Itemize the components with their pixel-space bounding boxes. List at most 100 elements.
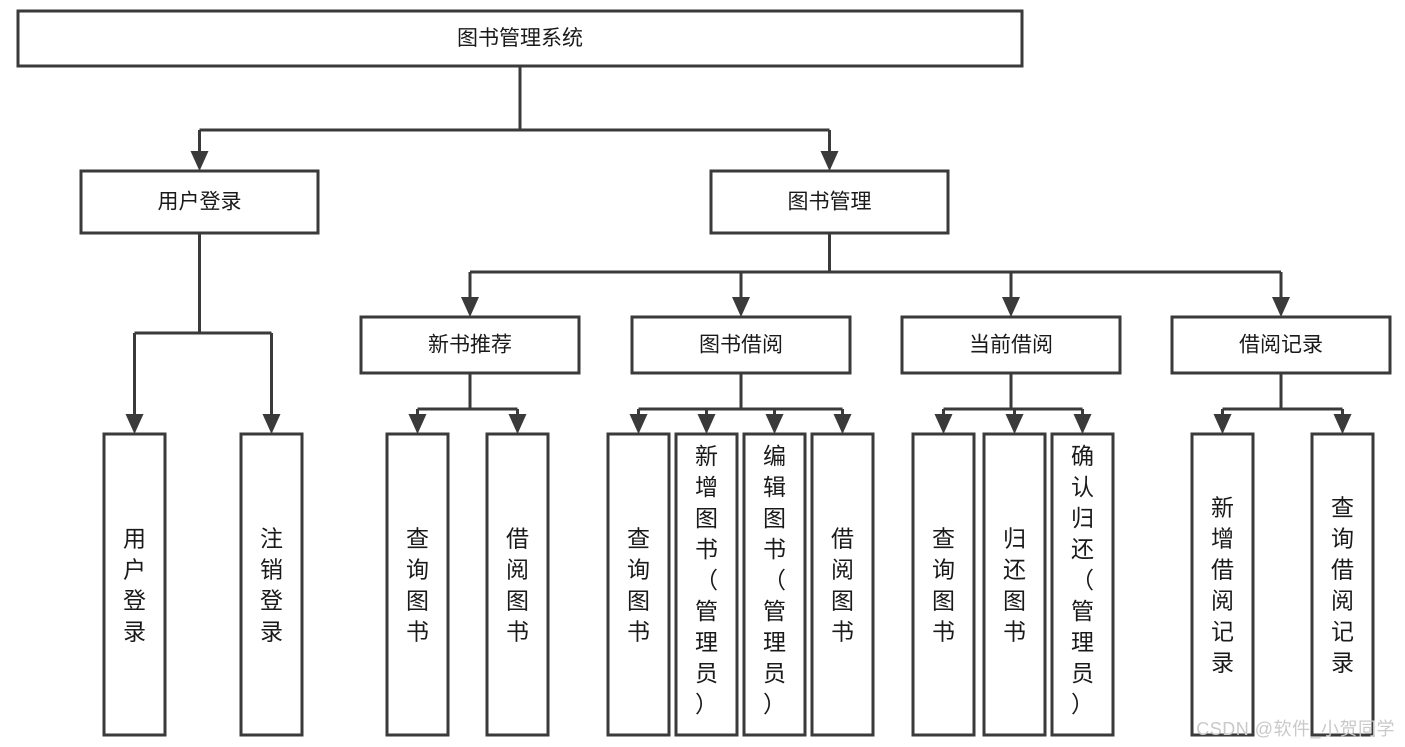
- svg-text:确: 确: [1071, 443, 1094, 469]
- svg-text:注: 注: [260, 526, 283, 552]
- svg-text:图: 图: [831, 588, 854, 614]
- node-leaf-user-login-box: [102, 432, 167, 737]
- svg-text:借: 借: [1211, 557, 1234, 583]
- edge-book-borrow-arrow-3: [833, 414, 852, 434]
- node-borrow-record[interactable]: 借阅记录: [1170, 315, 1392, 375]
- node-leaf-user-login-label: 用户登录: [123, 526, 146, 645]
- edge-current-borrow-arrow-1: [1005, 414, 1024, 434]
- edge-root-arrow-1: [820, 151, 839, 171]
- svg-text:记: 记: [1211, 619, 1234, 645]
- svg-text:图: 图: [763, 505, 786, 531]
- svg-text:图: 图: [695, 505, 718, 531]
- node-new-book-recommend-box: [359, 315, 581, 375]
- svg-text:借: 借: [506, 526, 529, 552]
- svg-text:）: ）: [1071, 691, 1094, 717]
- svg-text:增: 增: [695, 474, 718, 500]
- node-new-book-recommend[interactable]: 新书推荐: [359, 315, 581, 375]
- svg-text:图: 图: [506, 588, 529, 614]
- node-borrow-record-label: 借阅记录: [1239, 334, 1323, 357]
- svg-text:登: 登: [260, 588, 283, 614]
- svg-text:书: 书: [932, 619, 955, 645]
- svg-text:录: 录: [123, 619, 146, 645]
- svg-text:编: 编: [763, 443, 786, 469]
- watermark-credit: CSDN @软件_小贺同学: [1196, 719, 1395, 739]
- node-current-borrow-label: 当前借阅: [969, 334, 1053, 357]
- svg-text:阅: 阅: [1331, 588, 1354, 614]
- svg-text:户: 户: [123, 557, 146, 583]
- node-book-management[interactable]: 图书管理: [709, 169, 950, 235]
- edge-book-borrow-arrow-2: [765, 414, 784, 434]
- svg-text:还: 还: [1071, 536, 1094, 562]
- svg-text:归: 归: [1003, 526, 1026, 552]
- node-book-borrow-label: 图书借阅: [699, 334, 783, 357]
- svg-text:查: 查: [627, 526, 650, 552]
- svg-text:询: 询: [1331, 526, 1354, 552]
- edge-current-borrow-arrow-0: [934, 414, 953, 434]
- node-leaf-user-login[interactable]: 用户登录: [102, 432, 167, 737]
- svg-text:书: 书: [627, 619, 650, 645]
- svg-text:借: 借: [831, 526, 854, 552]
- node-book-borrow[interactable]: 图书借阅: [630, 315, 852, 375]
- edge-book-management-arrow-2: [1002, 297, 1020, 317]
- svg-text:理: 理: [1071, 629, 1094, 655]
- node-borrow-record-box: [1170, 315, 1392, 375]
- node-new-book-recommend-label: 新书推荐: [428, 334, 512, 357]
- node-current-borrow[interactable]: 当前借阅: [900, 315, 1122, 375]
- svg-text:借: 借: [1331, 557, 1354, 583]
- svg-text:询: 询: [406, 557, 429, 583]
- svg-text:图: 图: [932, 588, 955, 614]
- edge-new-book-recommend-arrow-0: [408, 414, 427, 434]
- node-root[interactable]: 图书管理系统: [16, 9, 1024, 68]
- svg-text:阅: 阅: [1211, 588, 1234, 614]
- edge-root-arrow-0: [190, 151, 209, 171]
- edge-book-borrow-arrow-0: [629, 414, 648, 434]
- edge-borrow-record-arrow-1: [1333, 414, 1352, 434]
- edge-layer: [125, 66, 1352, 434]
- edge-current-borrow-arrow-2: [1073, 414, 1092, 434]
- svg-text:管: 管: [695, 598, 718, 624]
- edge-book-management-arrow-1: [732, 297, 750, 317]
- svg-text:新: 新: [695, 443, 718, 469]
- node-user-login-label: 用户登录: [158, 191, 242, 214]
- svg-text:认: 认: [1071, 474, 1094, 500]
- node-leaf-confirm-return-admin-box: [1050, 432, 1115, 737]
- node-leaf-query-borrow-record-box: [1310, 432, 1375, 737]
- svg-text:还: 还: [1003, 557, 1026, 583]
- svg-text:（: （: [763, 567, 786, 593]
- node-current-borrow-box: [900, 315, 1122, 375]
- node-leaf-query-book-borrow-box: [606, 432, 671, 737]
- edge-book-management-arrow-0: [461, 297, 479, 317]
- svg-text:询: 询: [627, 557, 650, 583]
- svg-text:管: 管: [763, 598, 786, 624]
- node-leaf-query-book-current-box: [911, 432, 976, 737]
- svg-text:记: 记: [1331, 619, 1354, 645]
- svg-text:辑: 辑: [763, 474, 786, 500]
- node-book-management-label: 图书管理: [788, 191, 872, 214]
- svg-text:图: 图: [1003, 588, 1026, 614]
- node-user-login[interactable]: 用户登录: [79, 169, 320, 235]
- svg-text:书: 书: [406, 619, 429, 645]
- edge-book-management-arrow-3: [1272, 297, 1290, 317]
- edge-borrow-record-arrow-0: [1213, 414, 1232, 434]
